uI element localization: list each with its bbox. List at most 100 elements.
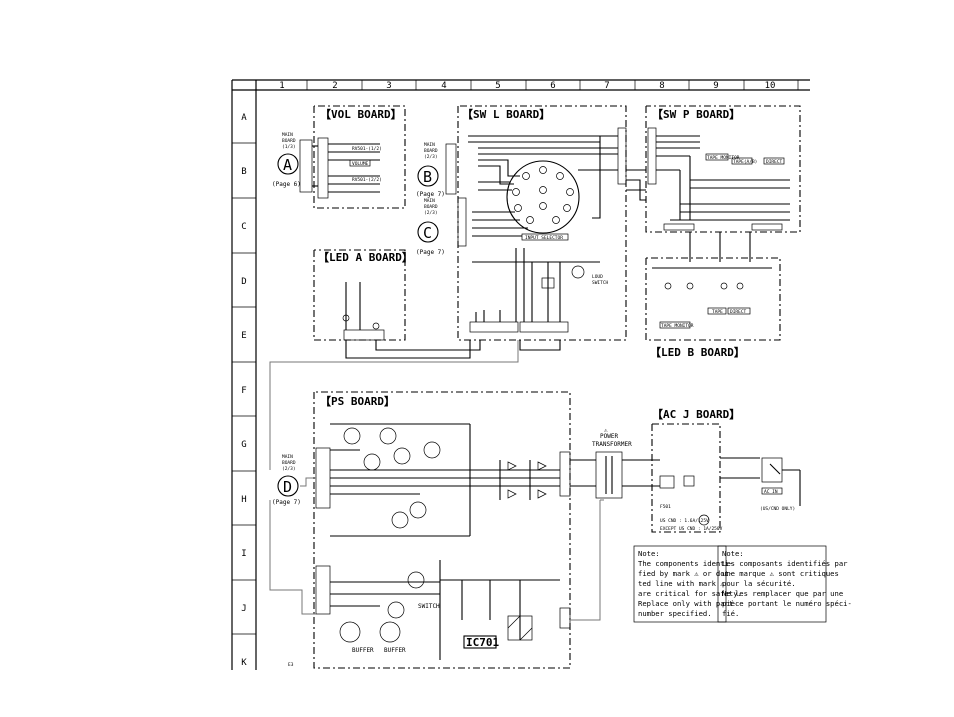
note-fr-line: Note: [722, 549, 744, 558]
main-c-label: MAIN [424, 198, 435, 204]
col-label: 9 [713, 81, 718, 91]
col-label: 4 [441, 81, 446, 91]
main-a-label: MAIN [282, 132, 293, 138]
sw-p-board: 【SW P BOARD】 TAPE MONITOR TAPE(A/B) DIRE… [645, 105, 801, 233]
led-b-board: 【LED B BOARD】 TAPE DIRECT TAPE MONITOR [645, 257, 781, 359]
row-label: D [241, 277, 246, 287]
svg-text:⚠: ⚠ [604, 427, 608, 434]
connector-a-page: (Page 6) [272, 181, 301, 188]
main-b-label: MAIN [424, 142, 435, 148]
fuse-spec: EXCEPT US CND : 1A/250V [660, 526, 723, 532]
us-cnd-only: (US/CND ONLY) [760, 506, 795, 512]
connector-c-letter: C [423, 224, 432, 242]
col-label: 1 [279, 81, 284, 91]
note-fr-line: fié. [722, 609, 739, 618]
row-label: G [241, 440, 246, 450]
fuse-label: F501 [660, 504, 671, 510]
row-label: H [241, 495, 246, 505]
main-d-label: MAIN [282, 454, 293, 460]
row-label: A [241, 113, 247, 123]
switch-label: SWITCH [418, 603, 440, 610]
column-axis: 1 2 3 4 5 6 7 8 9 10 [279, 80, 799, 91]
led-b-board-title: 【LED B BOARD】 [650, 346, 745, 359]
main-a-label: (1/3) [282, 144, 296, 150]
row-label: C [241, 222, 246, 232]
sheet-frame [231, 79, 810, 670]
main-d-label: (2/3) [282, 466, 296, 472]
svg-text:RV501-(2/2): RV501-(2/2) [352, 177, 382, 183]
connector-b: MAIN BOARD (2/3) B (Page 7) [416, 142, 457, 198]
col-label: 7 [604, 81, 609, 91]
buffer-2-label: BUFFER [384, 647, 406, 654]
safety-notes: Note: The components identi- fied by mar… [633, 545, 852, 623]
note-en-line: number specified. [638, 609, 712, 618]
row-label: K [241, 658, 247, 668]
main-b-label: BOARD [424, 148, 438, 154]
led-a-board: 【LED A BOARD】 [313, 249, 413, 341]
ps-board: 【PS BOARD】 BUFFER BUFFER SWITCH [313, 391, 571, 669]
row-label: I [241, 549, 246, 559]
connector-c: MAIN BOARD (2/3) C (Page 7) [416, 198, 445, 256]
col-label: 10 [765, 81, 776, 91]
tape-label: TAPE [712, 309, 723, 315]
note-fr-line: Ne les remplacer que par une [722, 589, 843, 598]
ac-j-board: 【AC J BOARD】 F501 US CND : 1.6A/125V EXC… [651, 408, 801, 533]
col-label: 3 [386, 81, 391, 91]
ps-board-title: 【PS BOARD】 [320, 395, 395, 408]
main-c-label: BOARD [424, 204, 438, 210]
connector-d: MAIN BOARD (2/3) D (Page 7) [269, 447, 331, 615]
main-b-label: (2/3) [424, 154, 438, 160]
ac-in-label: AC IN [764, 489, 778, 495]
col-label: 5 [495, 81, 500, 91]
power-transformer: POWER TRANSFORMER ⚠ [570, 427, 660, 621]
note-fr-line: Les composants identifiés par [722, 559, 848, 568]
connector-b-letter: B [423, 168, 432, 186]
loudness-label: SWITCH [592, 280, 609, 286]
direct-label-swp: DIRECT [766, 159, 783, 165]
connector-c-page: (Page 7) [416, 249, 445, 256]
col-label: 6 [550, 81, 555, 91]
note-en-line: are critical for safety. [638, 589, 742, 598]
direct-label-ledb: DIRECT [730, 309, 747, 315]
fuse-spec: US CND : 1.6A/125V [660, 518, 709, 524]
loudness-label: LOUD [592, 274, 603, 280]
note-en-line: Note: [638, 549, 660, 558]
board-interconnect [269, 169, 751, 470]
vol-board: 【VOL BOARD】 VOLUME RV501-(1/2) RV501-(2/… [313, 105, 406, 209]
row-axis: A B C D E F G H I J K [232, 113, 256, 668]
row-label: B [241, 167, 246, 177]
tape-monitor-label-ledb: TAPE MONITOR [661, 323, 694, 329]
main-a-label: BOARD [282, 138, 296, 144]
vol-board-title: 【VOL BOARD】 [320, 108, 402, 121]
note-en-line: Replace only with part [638, 599, 733, 608]
sw-p-board-title: 【SW P BOARD】 [652, 108, 740, 121]
col-label: 8 [659, 81, 664, 91]
volume-label: VOLUME [352, 161, 369, 167]
ic701-label: IC701 [466, 636, 499, 649]
buffer-1-label: BUFFER [352, 647, 374, 654]
sw-l-board: 【SW L BOARD】 INPUT SELECTOR LOUD [457, 105, 627, 341]
connector-d-page: (Page 7) [272, 499, 301, 506]
note-en-line: ted line with mark ⚠ [638, 579, 725, 588]
tape-ab-label: TAPE(A/B) [733, 159, 757, 165]
led-a-board-title: 【LED A BOARD】 [318, 251, 413, 264]
transformer-label: POWER [600, 433, 618, 440]
main-d-label: BOARD [282, 460, 296, 466]
input-selector-label: INPUT SELECTOR [525, 235, 563, 241]
tape-monitor-label: TAPE MONITOR [707, 155, 740, 161]
connector-a: MAIN BOARD (1/3) A (Page 6) [272, 132, 318, 193]
connector-d-letter: D [283, 478, 292, 496]
transformer-label: TRANSFORMER [592, 441, 632, 448]
row-label: F [241, 386, 246, 396]
svg-text:RV501-(1/2): RV501-(1/2) [352, 146, 382, 152]
row-label: J [241, 604, 246, 614]
note-fr-line: pour la sécurité. [722, 579, 796, 588]
main-c-label: (2/3) [424, 210, 438, 216]
drawing-code: E3 [288, 662, 294, 668]
connector-b-page: (Page 7) [416, 191, 445, 198]
sw-l-board-title: 【SW L BOARD】 [462, 108, 550, 121]
ac-j-board-title: 【AC J BOARD】 [652, 408, 740, 421]
note-fr-line: une marque ⚠ sont critiques [722, 569, 839, 578]
note-fr-line: pièce portant le numéro spéci- [722, 599, 852, 608]
